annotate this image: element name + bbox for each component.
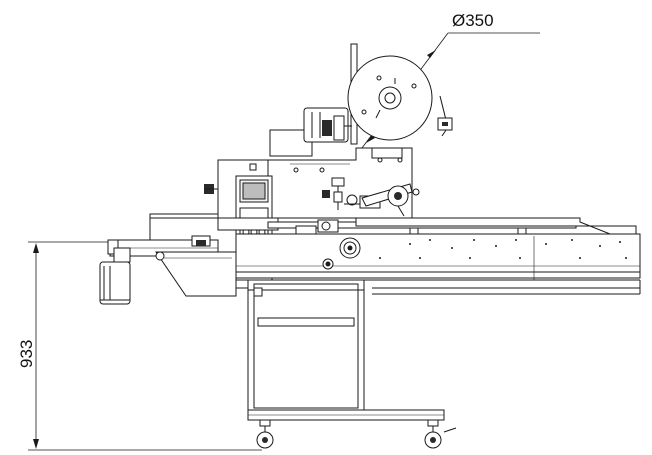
label-roll bbox=[347, 43, 433, 145]
label-applicator bbox=[322, 177, 420, 217]
stand-frame bbox=[247, 279, 445, 421]
height-dimension: 933 bbox=[17, 241, 262, 451]
drive-motor bbox=[269, 107, 352, 157]
labeling-head-body bbox=[204, 147, 413, 221]
infeed-motor bbox=[99, 247, 131, 305]
height-dimension-label: 933 bbox=[17, 340, 36, 368]
main-conveyor bbox=[217, 217, 641, 295]
infeed-section bbox=[107, 213, 237, 297]
caster-right bbox=[424, 419, 457, 449]
tension-arm-sensor bbox=[437, 95, 453, 137]
roll-diameter-label: Ø350 bbox=[452, 11, 494, 30]
caster-left bbox=[256, 419, 274, 449]
